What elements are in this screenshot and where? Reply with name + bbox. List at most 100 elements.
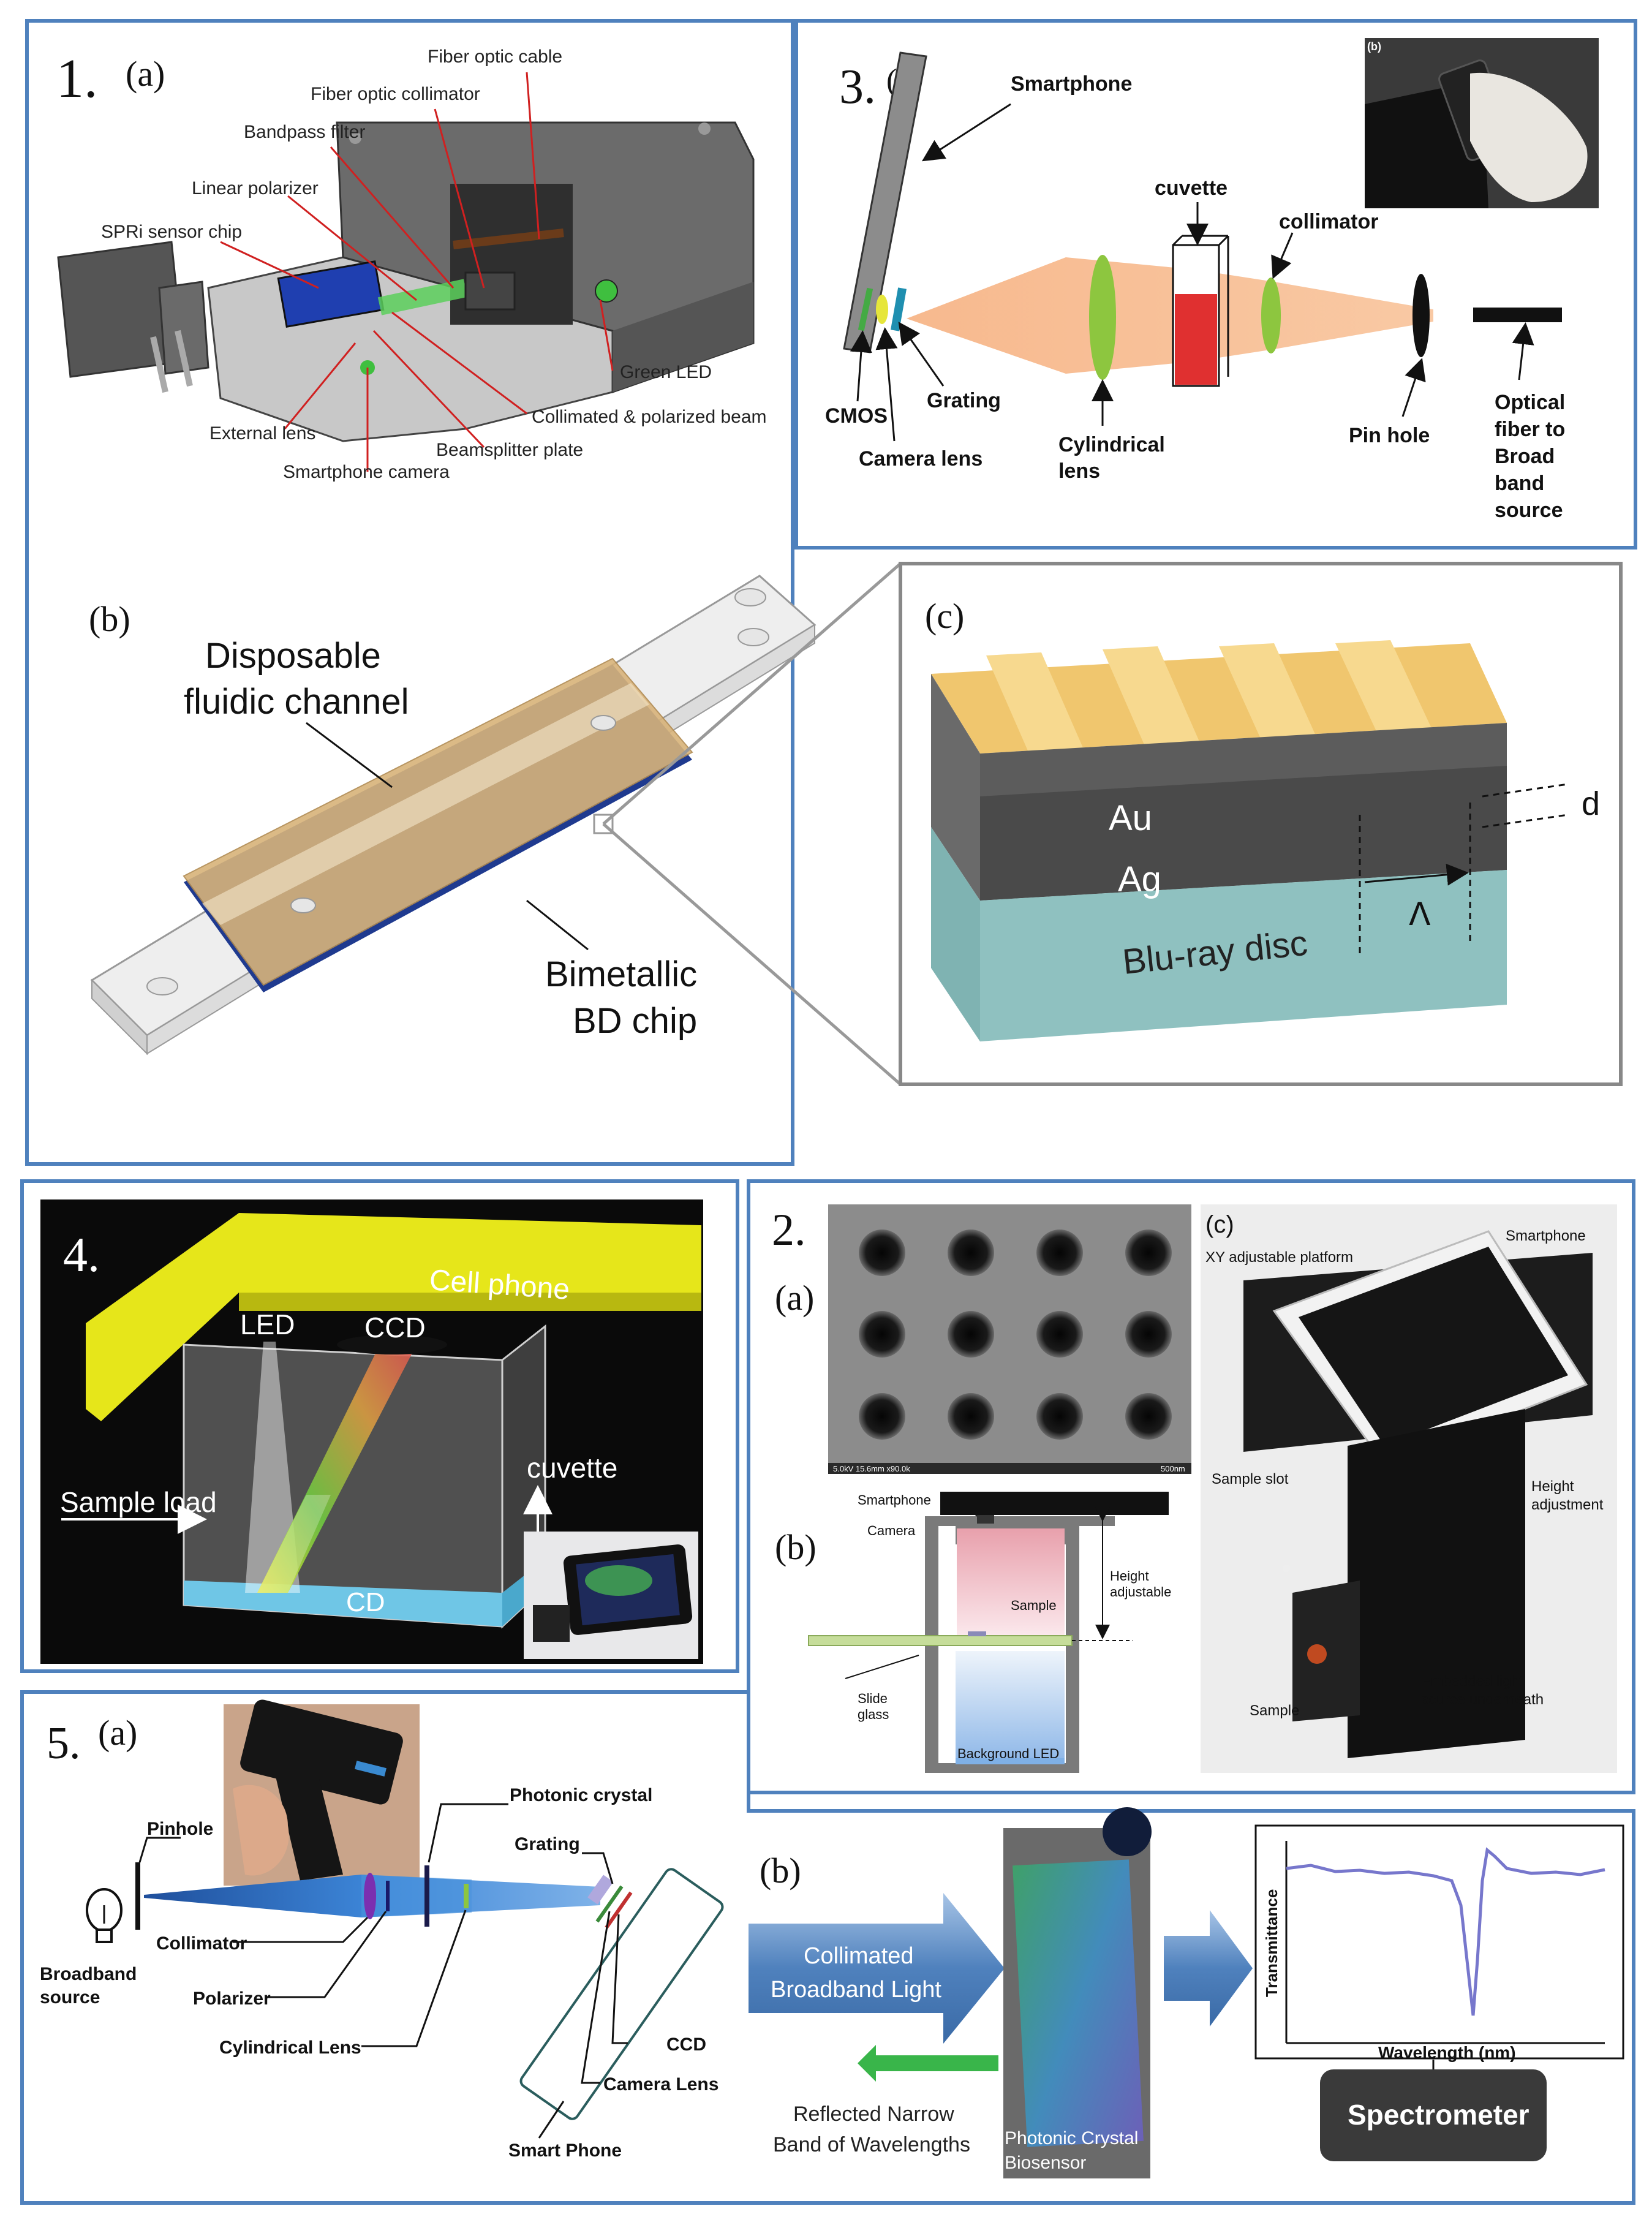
sem-holes [859,1230,1172,1440]
label-2c-sample: Sample [1250,1702,1299,1719]
panel-3: 3. (a) (b) [794,19,1637,550]
label-cuvette-4: cuvette [527,1452,617,1484]
label-sample-slot: Sample slot [1212,1471,1289,1487]
beam-orange [907,257,1433,374]
collimator-lens [1261,278,1281,353]
label-beamsplitter-plate: Beamsplitter plate [436,440,583,460]
cylindrical-lens-5 [464,1884,469,1908]
smartphone-block [940,1492,1169,1515]
label-disposable: Disposable [205,636,381,676]
slide-glass [808,1635,1073,1646]
label-height-2c: Height [1531,1478,1574,1495]
panel-5-number: 5. [47,1718,81,1769]
label-photonic-crystal-b: Photonic Crystal [1005,2128,1138,2148]
label-au: Au [1109,798,1152,838]
sample-block [968,1631,986,1636]
label-polarizer-5: Polarizer [193,1989,271,2009]
photonic-crystal-bar [424,1865,429,1927]
label-source: source [1495,499,1563,522]
panel-4-number: 4. [63,1228,100,1282]
panel-5: 5. (a) Pinho [20,1690,1635,2205]
label-2c-smartphone: Smartphone [1506,1228,1586,1244]
label-background-led: Background LED [957,1746,1059,1761]
label-2b-sample: Sample [1011,1598,1057,1613]
label-bimetallic: Bimetallic [545,954,697,994]
label-spri-sensor-chip: SPRi sensor chip [101,222,242,242]
label-band: band [1495,472,1544,495]
blue-led-region [956,1651,1065,1761]
label-pin-hole: Pin hole [1349,424,1430,447]
pin-hole [1412,274,1430,357]
camera-block [977,1515,994,1524]
pink-light-region [957,1528,1065,1636]
label-cuvette: cuvette [1155,176,1228,200]
sem-scale: 500nm [1161,1464,1185,1473]
panel-2: 2. (a) 5.0kV 15.6mm x90.0k 500nm (b) [747,1179,1635,1794]
label-fluidic-channel: fluidic channel [184,682,409,722]
label-pinhole-5: Pinhole [147,1819,213,1839]
label-optical: Optical [1495,391,1565,414]
label-grating-5: Grating [515,1834,580,1854]
label-collimator: collimator [1279,210,1378,233]
d-dash-bottom [1482,814,1569,828]
panel-3b-tag: (b) [1367,40,1381,53]
label-spectrometer: Spectrometer [1348,2099,1529,2131]
panel-4: 4. Cell phone LED CCD CD Sample load cuv… [20,1179,739,1673]
reflected-arrow [858,2045,998,2082]
zoom-line-bottom [602,823,902,1086]
spri-device-illustration [57,121,755,442]
label-fiber-to: fiber to [1495,418,1565,441]
pinhole-bar [135,1862,140,1930]
sem-info: 5.0kV 15.6mm x90.0k [833,1464,910,1473]
label-d: d [1582,785,1600,822]
panel-2c-tag: (c) [1205,1211,1234,1238]
label-smartphone-camera: Smartphone camera [283,462,450,482]
label-source-underneath: source underneath [1421,1691,1544,1708]
rainbow-beam [257,1345,417,1593]
label-linear-polarizer: Linear polarizer [192,178,319,198]
collimated-light-arrow [749,1893,1005,2044]
panel-1a-leader-lines [220,72,614,472]
spectrometer-box [1320,2069,1547,2161]
label-grating: Grating [927,389,1001,412]
label-collimated: Collimated [804,1943,914,1969]
panel-1-border [25,19,794,1166]
label-fiber-optic-cable: Fiber optic cable [428,47,562,67]
cylindrical-lens [1089,255,1116,380]
panel-1b-tag: (b) [89,599,130,639]
label-cd: CD [346,1587,385,1617]
label-led: LED [240,1309,295,1340]
label-2b-smartphone: Smartphone [858,1492,931,1508]
label-lens: lens [1058,459,1100,483]
smart-phone-body-5 [519,1868,724,2120]
panel-5b-tag: (b) [760,1851,801,1891]
blue-arrow-to-spectrum [1164,1910,1253,2027]
d-dash-top [1482,783,1569,798]
panel-2-number: 2. [772,1205,806,1255]
panel-5a-leader-lines [138,1803,628,2139]
lambda-arrow [1364,863,1469,886]
panel-3-leader-lines [850,103,1534,442]
label-photonic-crystal: Photonic crystal [510,1785,652,1805]
label-2b-camera: Camera [867,1523,916,1538]
label-collimator-5: Collimator [156,1933,247,1954]
cell-phone-slab [86,1213,701,1421]
label-reflected-narrow: Reflected Narrow [793,2102,954,2126]
label-collimated-beam: Collimated & polarized beam [532,407,767,427]
label-band-of-wavelengths: Band of Wavelengths [773,2133,970,2156]
polarizer-5 [386,1881,390,1911]
label-adjustable: adjustable [1110,1584,1171,1600]
label-bd-chip: BD chip [573,1001,697,1041]
leader-bd-chip [526,899,589,951]
label-cylindrical-lens-5: Cylindrical Lens [219,2038,361,2058]
label-camera-lens: Camera lens [859,447,983,470]
label-cmos: CMOS [825,404,888,428]
ccd-disc [337,1335,447,1354]
label-cylindrical: Cylindrical [1058,433,1165,456]
camera-lens [876,295,888,324]
panel-1c-tag: (c) [925,596,964,636]
led-beam [245,1342,300,1593]
label-broadband-light: Broadband Light [771,1977,941,2003]
label-smart-phone: Smart Phone [508,2140,622,2161]
label-embedded: Embedded light [1421,1673,1523,1690]
